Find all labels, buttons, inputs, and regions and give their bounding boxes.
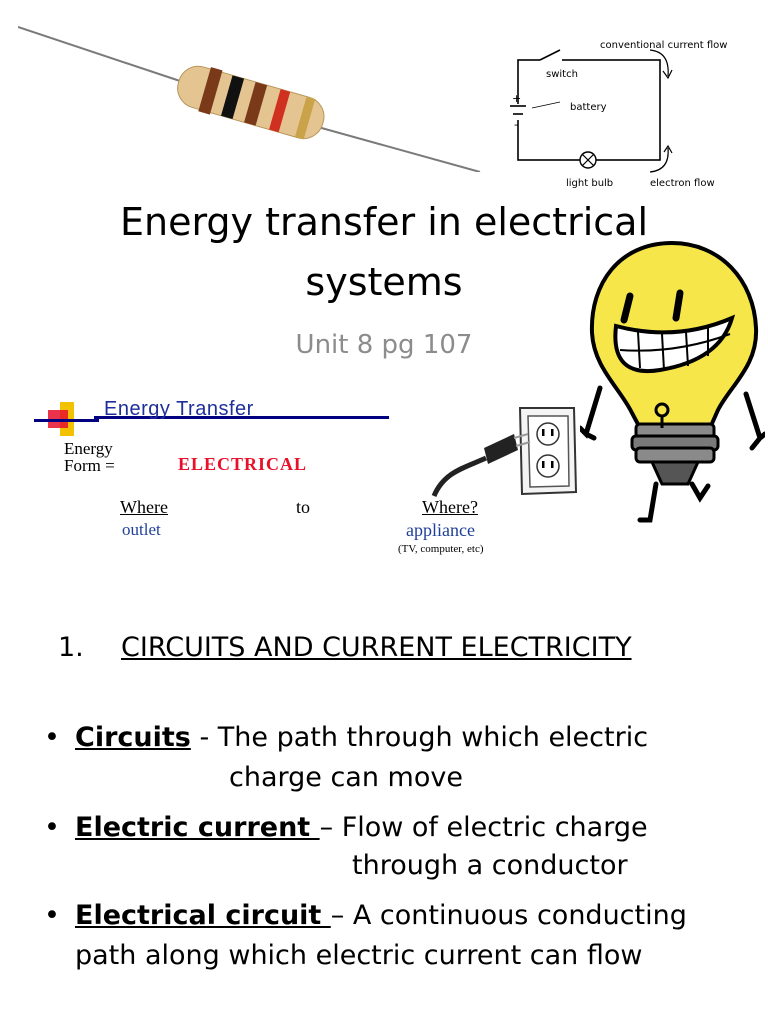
- definition-electrical-circuit-line1: – A continuous conducting: [330, 900, 687, 931]
- bullet-electrical-circuit: •: [44, 900, 60, 931]
- energy-form-label: Energy Form =: [64, 440, 115, 474]
- conventional-current-label: conventional current flow: [600, 40, 727, 51]
- definition-electric-current-line1: – Flow of electric charge: [319, 812, 648, 843]
- term-electric-current: Electric current: [75, 812, 320, 843]
- from-value: outlet: [122, 520, 161, 539]
- definition-circuits-line2: charge can move: [229, 762, 463, 793]
- to-value: appliance: [406, 520, 475, 540]
- outlet-plug-icon: [431, 407, 578, 498]
- light-bulb-label: light bulb: [566, 178, 613, 189]
- switch-label: switch: [546, 69, 578, 80]
- definition-electrical-circuit: Electrical circuit – A continuous conduc…: [75, 900, 687, 931]
- term-electrical-circuit: Electrical circuit: [75, 900, 331, 931]
- term-circuits: Circuits: [75, 722, 191, 753]
- electron-flow-label: electron flow: [650, 178, 715, 189]
- slide-title-line2: systems: [305, 260, 463, 304]
- cartoon-lightbulb-image: [580, 240, 765, 523]
- color-blocks-icon: [34, 402, 99, 436]
- slide-subtitle: Unit 8 pg 107: [295, 330, 473, 360]
- bullet-electric-current: •: [44, 812, 60, 843]
- section-number: 1.: [58, 632, 84, 663]
- energy-form-line1: Energy: [64, 439, 113, 458]
- slide-title: Energy transfer in electrical systems: [0, 192, 768, 312]
- battery-minus: -: [514, 118, 518, 131]
- definition-electric-current-line2: through a conductor: [352, 850, 628, 881]
- to-label: to: [296, 497, 311, 517]
- slide-title-line1: Energy transfer in electrical: [119, 200, 648, 244]
- energy-transfer-title: Energy Transfer: [104, 398, 254, 420]
- energy-form-value: ELECTRICAL: [178, 454, 308, 474]
- where-from-label: Where: [120, 497, 168, 517]
- energy-transfer-graphic: Energy Transfer Energy Form = ELECTRICAL…: [34, 392, 578, 564]
- definition-electrical-circuit-line2: path along which electric current can fl…: [75, 940, 643, 971]
- definition-electric-current: Electric current – Flow of electric char…: [75, 812, 648, 843]
- definition-circuits-line1: - The path through which electric: [190, 722, 649, 753]
- battery-label: battery: [570, 102, 607, 113]
- appliance-note: (TV, computer, etc): [398, 543, 484, 555]
- bullet-circuits: •: [44, 722, 60, 753]
- where-to-label: Where?: [422, 497, 478, 517]
- resistor-image: [18, 26, 481, 172]
- energy-form-line2: Form =: [64, 456, 115, 475]
- section-heading: CIRCUITS AND CURRENT ELECTRICITY: [121, 632, 632, 663]
- battery-plus: +: [512, 92, 521, 105]
- definition-circuits: Circuits - The path through which electr…: [75, 722, 648, 753]
- circuit-diagram: conventional current flow switch battery…: [510, 40, 727, 189]
